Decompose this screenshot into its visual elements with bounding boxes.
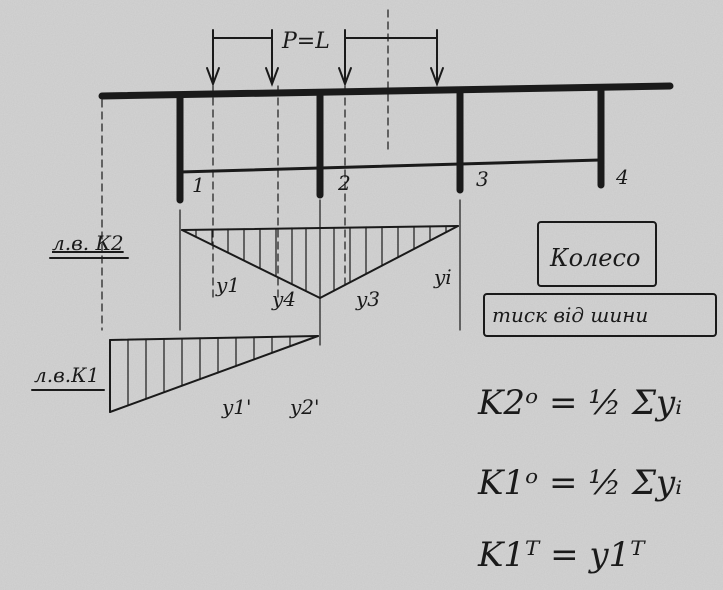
ordinate-y3: y3 <box>355 287 380 311</box>
ordinate-y1-prime: y1' <box>221 395 252 419</box>
deck-line <box>98 82 674 100</box>
influence-line-k2 <box>181 225 459 299</box>
ordinate-y2-prime: y2' <box>289 395 320 419</box>
formula-k1-t: K1ᵀ = y1ᵀ <box>477 535 646 575</box>
lower-chord <box>178 158 602 174</box>
formula-k2: K2ᵒ = ½ Σyᵢ <box>477 383 682 423</box>
wheel-box-text: Колесо <box>549 244 640 272</box>
pressure-box <box>483 293 717 337</box>
influence-line-k1 <box>109 335 319 413</box>
load-label: P=L <box>281 29 330 54</box>
load-arrow-right-2 <box>430 67 444 87</box>
ordinate-y1: y1 <box>215 273 240 297</box>
support-label-1: 1 <box>192 173 205 197</box>
beam-structure <box>98 82 674 204</box>
label-k2: л.в. К2 <box>52 231 124 255</box>
load-arrow-left-2 <box>265 67 279 87</box>
formula-k1: K1ᵒ = ½ Σyᵢ <box>477 463 682 503</box>
wheel-box <box>537 221 657 287</box>
support-label-3: 3 <box>476 167 489 191</box>
support-label-4: 4 <box>615 165 629 189</box>
label-k1: л.в.К1 <box>34 363 99 387</box>
projection-lines <box>101 9 389 331</box>
ordinate-yi: yi <box>433 265 452 289</box>
ordinate-y4: y4 <box>271 287 296 311</box>
wheel-load-group <box>206 29 444 87</box>
load-arrow-left-1 <box>206 67 220 87</box>
pressure-box-text: тиск від шини <box>492 303 648 327</box>
support-verticals <box>179 199 461 346</box>
load-arrow-right-1 <box>338 67 352 87</box>
support-label-2: 2 <box>337 171 351 195</box>
